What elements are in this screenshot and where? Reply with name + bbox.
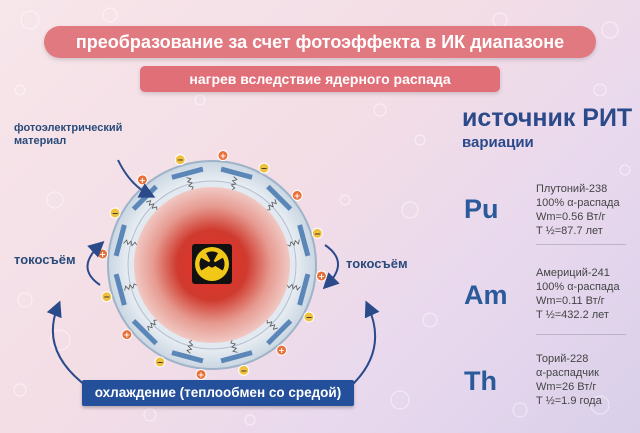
isotope-decay: 100% α-распада [536,197,620,209]
rit-subtitle: вариации [462,134,534,151]
cooling-left-arrow [46,300,86,386]
negative-charge-icon: − [258,162,270,174]
thermal-spring [186,340,194,354]
cooling-right-arrow [351,300,380,386]
negative-charge-icon: − [154,356,166,368]
thermal-spring [287,283,301,291]
positive-charge-icon: + [276,344,288,356]
negative-charge-icon: − [174,154,186,166]
right-current-label: токосъём [346,256,408,271]
charge-sign: − [112,209,119,218]
left-current-label: токосъём [14,252,76,267]
charge-sign: − [314,229,321,238]
isotope-symbol-th: Th [464,366,497,396]
thermal-spring [230,176,238,190]
isotope-name: Плутоний-238 [536,183,608,195]
photoelectric-panel [171,350,204,364]
isotope-power: Wm=0.56 Вт/г [536,211,606,223]
thermal-spring [230,340,238,353]
isotope-halflife: T ½=432.2 лет [536,309,609,321]
isotope-divider [536,244,626,245]
positive-charge-icon: + [97,248,109,260]
title-banner: преобразование за счет фотоэффекта в ИК … [44,26,596,58]
negative-charge-icon: − [238,364,250,376]
charge-sign: − [306,313,313,322]
photo-material-label: фотоэлектрический материал [14,122,123,147]
charge-sign: − [157,358,164,367]
thermal-spring [267,199,277,211]
charge-sign: − [240,366,247,375]
thermal-spring [186,177,194,190]
positive-charge-icon: + [121,329,133,341]
charge-sign: + [294,191,301,200]
subtitle-banner: нагрев вследствие ядерного распада [140,66,500,92]
photoelectric-panel [266,184,293,211]
isotope-power: Wm=0.11 Вт/г [536,295,605,307]
charge-sign: + [278,346,285,355]
isotope-decay: 100% α-распада [536,281,620,293]
left-current-arrow [86,240,105,286]
photoelectric-panel [266,319,293,346]
photoelectric-panel [131,319,158,346]
positive-charge-icon: + [136,174,148,186]
photoelectric-panel [297,273,311,306]
charge-sign: − [177,156,184,165]
negative-charge-icon: − [311,227,323,239]
isotope-info-th: Торий-228 α-распадчик Wm=26 Вт/г T ½=1.9… [536,352,602,408]
charge-sign: + [220,152,227,161]
isotope-decay: α-распадчик [536,367,599,379]
isotope-name: Америций-241 [536,267,610,279]
isotope-power: Wm=26 Вт/г [536,381,597,393]
positive-charge-icon: + [291,189,303,201]
thermal-springs [123,176,301,354]
positive-charge-icon: + [195,368,207,380]
thermal-spring [146,200,158,210]
isotope-symbol-pu: Pu [464,194,499,224]
isotope-info-am: Америций-241 100% α-распада Wm=0.11 Вт/г… [536,266,620,322]
charge-sign: + [318,272,325,281]
photoelectric-panel [113,224,127,257]
isotope-info-pu: Плутоний-238 100% α-распада Wm=0.56 Вт/г… [536,182,620,238]
photo-material-arrow [117,159,156,198]
rit-title: источник РИТ [462,104,633,132]
charge-sign: + [139,176,146,185]
negative-charge-icon: − [303,311,315,323]
photoelectric-panel [113,273,127,306]
thermal-spring [123,239,137,247]
cooling-banner: охлаждение (теплообмен со средой) [82,380,354,406]
photoelectric-panel [171,166,204,180]
thermal-spring [147,319,157,331]
photoelectric-panel [220,350,253,364]
positive-charge-icon: + [217,150,229,162]
thermal-spring [124,283,137,291]
isotope-divider [536,334,626,335]
isotope-halflife: T ½=1.9 года [536,395,602,407]
charge-sign: + [99,250,106,259]
charge-sign: + [198,370,205,379]
positive-charge-icon: + [315,270,327,282]
photoelectric-panel [297,224,311,257]
thermal-spring [266,320,278,330]
isotope-symbol-am: Am [464,280,508,310]
photoelectric-panel [220,166,253,180]
photoelectric-panels [113,166,311,364]
negative-charge-icon: − [109,207,121,219]
negative-charge-icon: − [101,291,113,303]
isotope-halflife: T ½=87.7 лет [536,225,603,237]
charge-sign: − [261,164,268,173]
charge-sign: − [103,293,110,302]
radiation-icon [195,247,229,281]
isotope-name: Торий-228 [536,353,589,365]
right-current-arrow [322,244,340,290]
thermal-spring [287,239,300,247]
charge-sign: + [123,331,130,340]
